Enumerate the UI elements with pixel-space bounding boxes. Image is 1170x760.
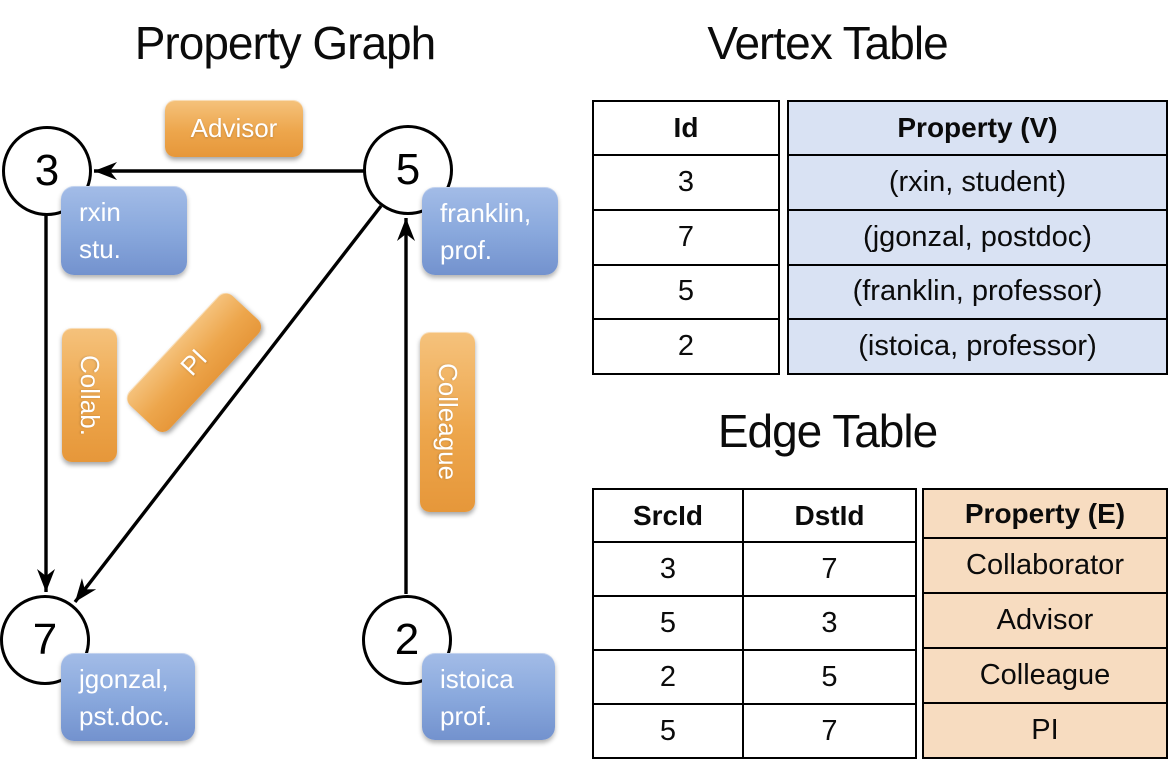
edge-label-collab-text: Collab.: [75, 354, 105, 436]
vertex-table-id-column: Id 3 7 5 2: [592, 100, 780, 375]
vertex-property-cell: (rxin, student): [789, 154, 1166, 209]
edge-srcid-cell: 3: [594, 541, 744, 595]
edge-srcid-cell: 5: [594, 595, 744, 649]
vertex-table-header-id: Id: [673, 112, 699, 143]
vertex-prop-rxin-line2: stu.: [79, 234, 121, 264]
edge-dstid-cell: 5: [744, 649, 915, 703]
vertex-prop-jgonzal-line2: pst.doc.: [79, 701, 171, 731]
edge-dstid-cell: 3: [744, 595, 915, 649]
graph-node-2: 2: [362, 595, 452, 685]
edge-label-advisor: Advisor: [165, 100, 303, 157]
node-2-id: 2: [394, 615, 420, 664]
edge-label-colleague: Colleague: [420, 332, 475, 512]
edge-dstid-cell: 7: [744, 703, 915, 757]
edge-table-header-srcid: SrcId: [594, 490, 744, 541]
node-3-id: 3: [34, 146, 60, 195]
vertex-property-cell: (istoica, professor): [789, 318, 1166, 373]
vertex-prop-rxin: rxin stu.: [61, 186, 187, 275]
vertex-id-cell: 2: [594, 318, 778, 373]
edge-label-pi-text: PI: [174, 342, 213, 382]
vertex-table-header-property: Property (V): [789, 102, 1166, 154]
vertex-id-cell: 7: [594, 208, 778, 264]
vertex-prop-franklin: franklin, prof.: [422, 187, 558, 275]
edge-property-cell: Colleague: [924, 647, 1166, 702]
vertex-prop-istoica-line2: prof.: [440, 701, 493, 731]
edge-dstid-cell: 7: [744, 541, 915, 595]
graph-node-5: 5: [363, 125, 453, 215]
vertex-prop-rxin-line1: rxin: [79, 197, 121, 227]
edge-srcid-cell: 5: [594, 703, 744, 757]
vertex-prop-jgonzal-line1: jgonzal,: [79, 664, 169, 694]
vertex-id-cell: 3: [594, 154, 778, 209]
graph-edges-canvas: [37, 162, 415, 604]
edge-property-cell: Advisor: [924, 592, 1166, 647]
node-7-id: 7: [32, 615, 58, 664]
vertex-table-property-column: Property (V) (rxin, student) (jgonzal, p…: [787, 100, 1168, 375]
edge-table-id-columns: SrcId DstId 3 7 5 3 2 5 5 7: [592, 488, 917, 759]
vertex-prop-istoica: istoica prof.: [422, 653, 555, 740]
vertex-property-cell: (franklin, professor): [789, 263, 1166, 319]
edge-pi-5-to-7: [73, 204, 383, 604]
edge-label-colleague-text: Colleague: [433, 363, 463, 481]
edge-label-collab: Collab.: [62, 328, 117, 462]
property-graph-title: Property Graph: [134, 17, 436, 69]
edge-property-cell: Collaborator: [924, 537, 1166, 592]
edge-table-title: Edge Table: [717, 405, 938, 457]
edge-table-header-property: Property (E): [924, 490, 1166, 537]
vertex-prop-franklin-line1: franklin,: [440, 198, 532, 228]
vertex-prop-franklin-line2: prof.: [440, 235, 493, 265]
vertex-table-title: Vertex Table: [707, 17, 948, 69]
vertex-prop-jgonzal: jgonzal, pst.doc.: [61, 653, 195, 741]
vertex-id-cell: 5: [594, 263, 778, 319]
vertex-property-cell: (jgonzal, postdoc): [789, 208, 1166, 264]
edge-table-property-column: Property (E) Collaborator Advisor Collea…: [922, 488, 1168, 759]
edge-table-header-dstid: DstId: [794, 499, 865, 531]
vertex-prop-istoica-line1: istoica: [440, 664, 514, 694]
edge-property-cell: PI: [924, 702, 1166, 757]
edge-srcid-cell: 2: [594, 649, 744, 703]
node-5-id: 5: [395, 145, 421, 194]
edge-label-advisor-text: Advisor: [190, 113, 278, 143]
